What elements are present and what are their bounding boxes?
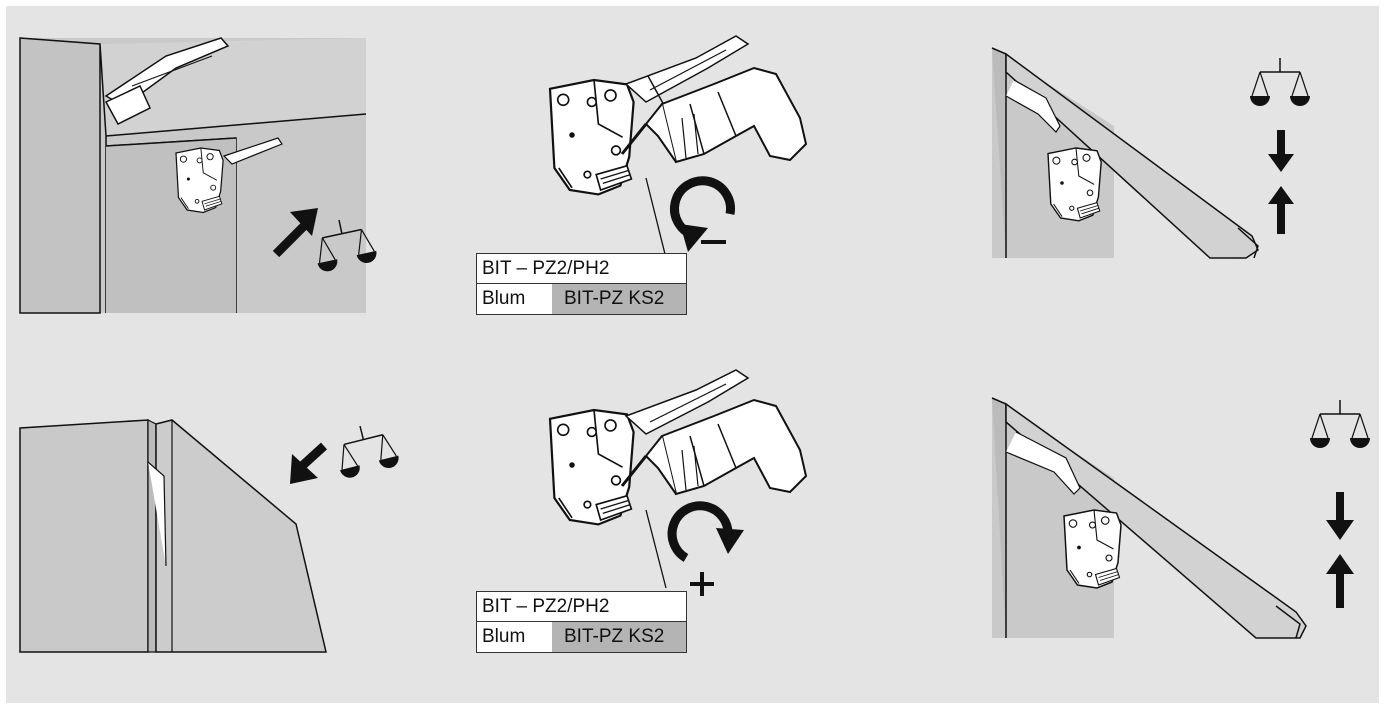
scene-bottom-right [992, 398, 1370, 638]
scene-top-left [20, 38, 378, 313]
bit-label-top: BIT – PZ2/PH2 Blum BIT-PZ KS2 [476, 253, 687, 315]
scene-top-right [992, 48, 1310, 258]
bit-label-code: BIT-PZ KS2 [552, 284, 686, 314]
arrow-down-icon [1326, 492, 1354, 540]
rotate-clockwise-plus-icon [672, 506, 744, 596]
bit-label-bottom: BIT – PZ2/PH2 Blum BIT-PZ KS2 [476, 591, 687, 653]
balance-scale-icon [331, 419, 401, 480]
scene-bottom-middle [550, 370, 806, 596]
scene-top-middle [550, 36, 806, 258]
balance-scale-icon [1250, 58, 1310, 106]
instruction-panel: BIT – PZ2/PH2 Blum BIT-PZ KS2 BIT – PZ2/… [6, 6, 1379, 703]
arrow-down-left-icon [290, 446, 324, 484]
bit-label-title: BIT – PZ2/PH2 [477, 254, 686, 284]
arrow-up-icon [1268, 186, 1294, 234]
scene-bottom-left [20, 419, 401, 652]
rotate-counterclockwise-minus-icon [674, 181, 730, 252]
arrow-up-icon [1326, 554, 1354, 608]
arrow-down-icon [1268, 130, 1294, 172]
bit-label-code: BIT-PZ KS2 [552, 622, 686, 652]
bit-label-brand: Blum [477, 622, 552, 652]
bit-label-title: BIT – PZ2/PH2 [477, 592, 686, 622]
balance-scale-icon [1310, 400, 1370, 448]
bit-label-brand: Blum [477, 284, 552, 314]
instruction-illustration [6, 6, 1379, 703]
